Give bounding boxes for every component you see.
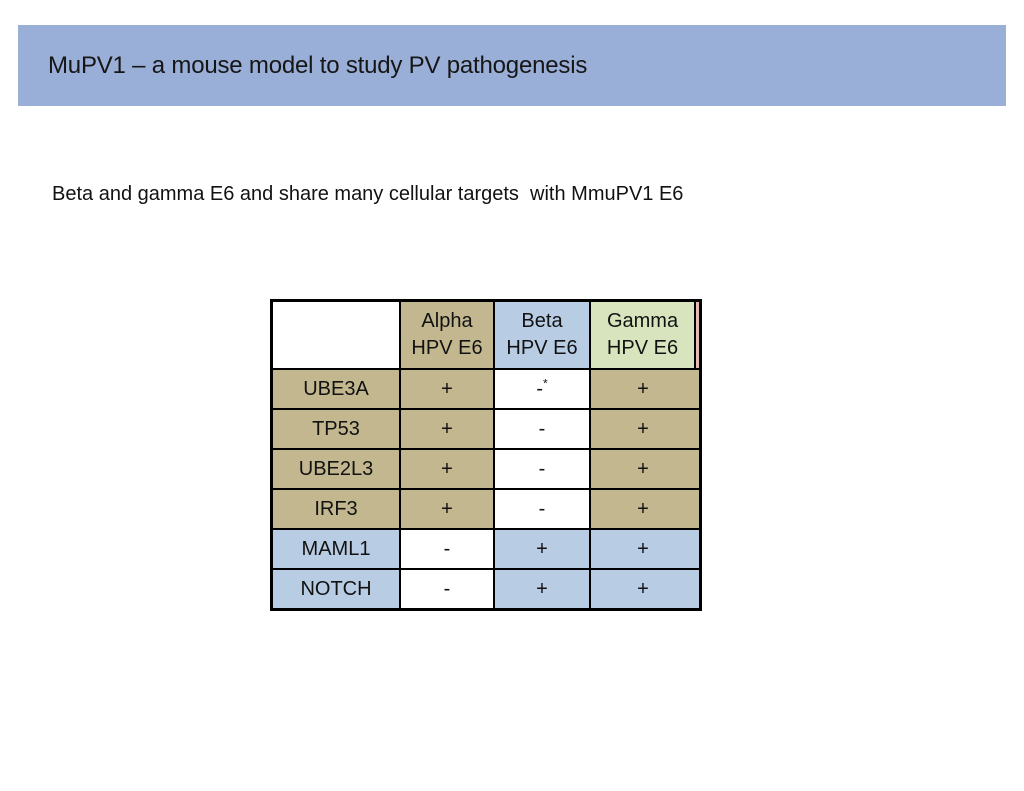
cell-ube3a-alpha: + — [399, 368, 495, 410]
table-row-tp53: TP53+-+ — [270, 408, 702, 450]
cell-maml1-alpha: - — [399, 528, 495, 570]
row-label-ube3a: UBE3A — [270, 368, 401, 410]
row-label-tp53: TP53 — [270, 408, 401, 450]
cell-irf3-beta: - — [493, 488, 591, 530]
cutoff-column-sliver — [695, 368, 702, 410]
cell-tp53-alpha: + — [399, 408, 495, 450]
cell-irf3-gamma: + — [589, 488, 695, 530]
title-bar: MuPV1 – a mouse model to study PV pathog… — [18, 25, 1006, 106]
table-row-irf3: IRF3+-+ — [270, 488, 702, 530]
subtitle-text: Beta and gamma E6 and share many cellula… — [52, 183, 684, 205]
cell-maml1-gamma: + — [589, 528, 695, 570]
cell-notch-alpha: - — [399, 568, 495, 611]
cutoff-column-sliver — [695, 568, 702, 611]
cell-maml1-beta: + — [493, 528, 591, 570]
row-label-maml1: MAML1 — [270, 528, 401, 570]
table-row-maml1: MAML1-++ — [270, 528, 702, 570]
column-header-gamma: Gamma HPV E6 — [589, 299, 696, 370]
cell-ube2l3-gamma: + — [589, 448, 695, 490]
cutoff-column-sliver — [695, 448, 702, 490]
row-label-ube2l3: UBE2L3 — [270, 448, 401, 490]
cutoff-column-sliver — [695, 408, 702, 450]
cell-ube3a-gamma: + — [589, 368, 695, 410]
cell-notch-gamma: + — [589, 568, 695, 611]
table-row-ube2l3: UBE2L3+-+ — [270, 448, 702, 490]
cell-ube2l3-beta: - — [493, 448, 591, 490]
column-header-alpha: Alpha HPV E6 — [399, 299, 495, 370]
cell-ube3a-beta: -* — [493, 368, 591, 410]
table-row-ube3a: UBE3A+-*+ — [270, 368, 702, 410]
cell-tp53-beta: - — [493, 408, 591, 450]
cell-ube2l3-alpha: + — [399, 448, 495, 490]
row-label-notch: NOTCH — [270, 568, 401, 611]
cutoff-column-sliver — [695, 528, 702, 570]
cell-tp53-gamma: + — [589, 408, 695, 450]
slide-title: MuPV1 – a mouse model to study PV pathog… — [48, 51, 588, 79]
column-header-beta: Beta HPV E6 — [493, 299, 591, 370]
row-label-irf3: IRF3 — [270, 488, 401, 530]
cutoff-column-sliver — [694, 299, 702, 370]
table-body: UBE3A+-*+TP53+-+UBE2L3+-+IRF3+-+MAML1-++… — [270, 368, 702, 611]
cell-notch-beta: + — [493, 568, 591, 611]
footnote-asterisk: * — [543, 375, 548, 390]
table-row-notch: NOTCH-++ — [270, 568, 702, 611]
cell-irf3-alpha: + — [399, 488, 495, 530]
cutoff-column-sliver — [695, 488, 702, 530]
column-header-empty — [270, 299, 401, 370]
